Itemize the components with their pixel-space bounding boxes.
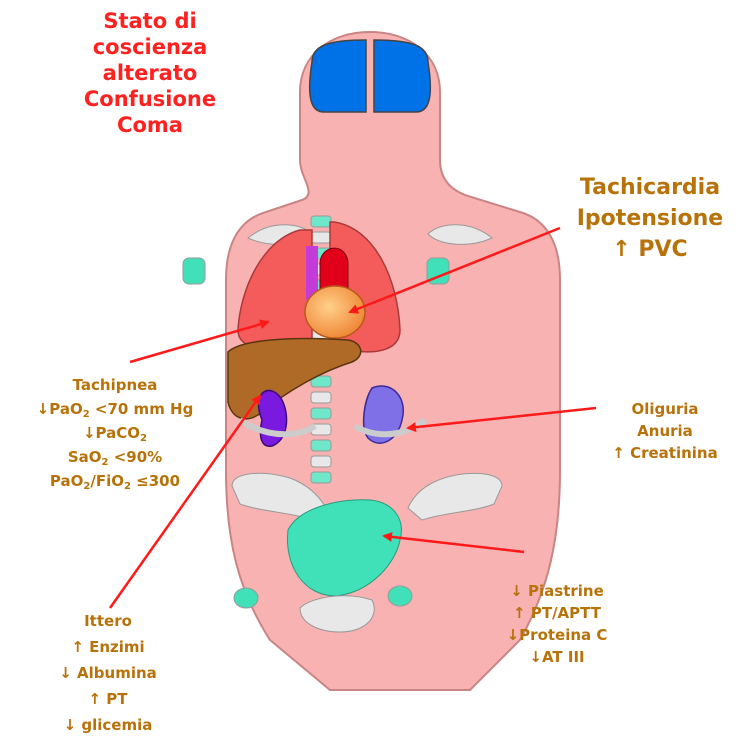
liver-effect-line: Ittero (28, 608, 188, 634)
lung-effect-line: SaO2 <90% (0, 445, 230, 469)
brain-effect-line: Coma (40, 112, 260, 138)
liver-effects-label: Ittero ↑ Enzimi ↓ Albumina ↑ PT ↓ glicem… (28, 608, 188, 738)
lung-effect-text: <90% (108, 448, 162, 466)
lung-effect-line: ↓PaCO2 (0, 421, 230, 445)
brain-effect-line: Stato di (40, 8, 260, 34)
vertebra (311, 440, 331, 451)
lung-effect-line: PaO2/FiO2 ≤300 (0, 469, 230, 493)
brain-effects-label: Stato di coscienza alterato Confusione C… (40, 8, 260, 138)
liver-effect-line: ↑ Enzimi (28, 634, 188, 660)
vertebra (311, 472, 331, 483)
vertebra (311, 392, 331, 403)
lung-effect-line: ↓PaO2 <70 mm Hg (0, 397, 230, 421)
lung-effect-text: <70 mm Hg (90, 400, 194, 418)
lung-effect-text: Tachipnea (73, 376, 158, 394)
liver-effect-line: ↓ glicemia (28, 712, 188, 738)
vertebra (311, 232, 331, 243)
lung-effect-text: PaO (50, 472, 83, 490)
lung-effect-text: SaO (68, 448, 102, 466)
kidney-effects-label: Oliguria Anuria ↑ Creatinina (590, 398, 740, 464)
coagulation-effect-line: ↓AT III (482, 646, 632, 668)
vertebra (311, 408, 331, 419)
lung-effect-text: /FiO (90, 472, 124, 490)
lung-effect-subscript: 2 (124, 481, 131, 492)
vertebra (311, 216, 331, 227)
coagulation-effect-line: ↑ PT/APTT (482, 602, 632, 624)
coagulation-effect-line: ↓ Piastrine (482, 580, 632, 602)
brain-effect-line: Confusione (40, 86, 260, 112)
brain-effect-line: coscienza (40, 34, 260, 60)
kidney-effect-line: ↑ Creatinina (590, 442, 740, 464)
lung-effect-subscript: 2 (140, 433, 147, 444)
lung-effects-label: Tachipnea ↓PaO2 <70 mm Hg ↓PaCO2 SaO2 <9… (0, 373, 230, 493)
kidney-effect-line: Oliguria (590, 398, 740, 420)
lung-effect-text: ↓PaCO (83, 424, 140, 442)
liver-effect-line: ↑ PT (28, 686, 188, 712)
liver-effect-line: ↓ Albumina (28, 660, 188, 686)
brain-effect-line: alterato (40, 60, 260, 86)
lung-effect-text: ↓PaO (37, 400, 83, 418)
heart-effect-line: Ipotensione (555, 203, 742, 234)
lung-effect-text: ≤300 (131, 472, 180, 490)
kidney-effect-line: Anuria (590, 420, 740, 442)
lung-effect-line: Tachipnea (0, 373, 230, 397)
vertebra (311, 456, 331, 467)
heart-effect-line: Tachicardia (555, 172, 742, 203)
coagulation-effect-line: ↓Proteina C (482, 624, 632, 646)
coagulation-effects-label: ↓ Piastrine ↑ PT/APTT ↓Proteina C ↓AT II… (482, 580, 632, 668)
lung-effect-subscript: 2 (83, 409, 90, 420)
heart-effect-line: ↑ PVC (555, 234, 742, 265)
heart-effects-label: Tachicardia Ipotensione ↑ PVC (555, 172, 742, 265)
